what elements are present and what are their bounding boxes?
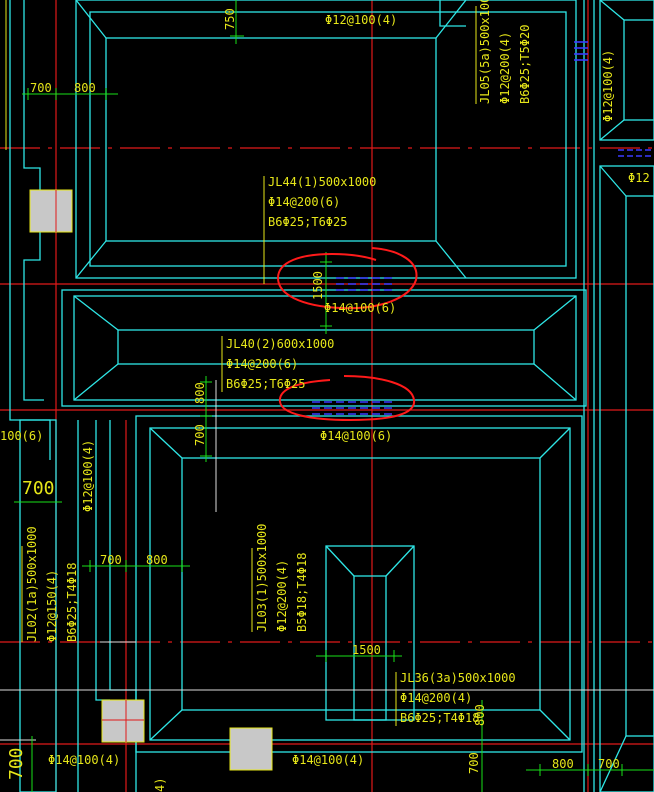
cap-top-left-hip-4 bbox=[435, 240, 467, 279]
label-jl02-bars: B6Φ25;T4Φ18 bbox=[65, 563, 79, 642]
dim-text-1500-b: 1500 bbox=[352, 643, 381, 657]
column-left-top bbox=[29, 189, 73, 233]
cap-lower-inner bbox=[181, 457, 541, 711]
label-jl03-bars: B5Φ18;T4Φ18 bbox=[295, 553, 309, 632]
cap-top-left-hip-1 bbox=[75, 0, 107, 39]
dim-text-800-c: 800 bbox=[146, 553, 168, 567]
label-bottom-frag: 4) bbox=[153, 778, 167, 792]
markup-annotations bbox=[276, 247, 418, 422]
rotated-yellow-labels: JL05(5a)500x1000 Φ12@200(4) B6Φ25;T5Φ20 … bbox=[25, 0, 615, 792]
cap-lower-mid bbox=[135, 415, 583, 753]
label-left-cut: 100(6) bbox=[0, 429, 43, 443]
label-right-edge: Φ12 bbox=[628, 171, 650, 185]
label-right-col-stirrup: Φ12@100(4) bbox=[601, 50, 615, 122]
dim-text-750: 750 bbox=[223, 8, 237, 30]
beam-left-lower-a bbox=[19, 419, 57, 792]
label-jl05-stirrup: Φ12@200(4) bbox=[498, 32, 512, 104]
label-left-stirrup-v: Φ12@100(4) bbox=[81, 440, 95, 512]
dim-text-800-b: 800 bbox=[193, 382, 207, 404]
dim-text-800-a: 800 bbox=[74, 81, 96, 95]
markup-ellipse-2 bbox=[278, 375, 416, 422]
columns bbox=[29, 189, 273, 771]
dim-text-700-c: 700 bbox=[100, 553, 122, 567]
label-jl03-stirrup: Φ12@200(4) bbox=[275, 560, 289, 632]
markup-ellipse-1 bbox=[276, 247, 418, 310]
label-bottom-stirrup-2: Φ14@100(4) bbox=[292, 753, 364, 767]
reference-lines bbox=[0, 689, 654, 741]
cap-top-left-inner bbox=[105, 37, 437, 242]
label-stirrup-mid-1: Φ14@100(6) bbox=[324, 301, 396, 315]
cap-lower-hip-3 bbox=[149, 709, 183, 741]
rebar-marks bbox=[312, 41, 654, 415]
label-jl36-stirrup: Φ14@200(4) bbox=[400, 691, 472, 705]
beam-left-upper-2 bbox=[23, 0, 44, 401]
label-jl44-stirrup: Φ14@200(6) bbox=[268, 195, 340, 209]
label-jl02-name: JL02(1a)500x1000 bbox=[25, 526, 39, 642]
cap-lower-outer bbox=[149, 427, 571, 741]
dim-text-700-big: 700 bbox=[22, 478, 55, 499]
leader-lines bbox=[5, 0, 477, 726]
cap-small-hip-1 bbox=[325, 545, 355, 577]
cap-middle-hip-4 bbox=[533, 363, 577, 401]
cap-middle-outer bbox=[73, 295, 577, 401]
label-top-stirrup: Φ12@100(4) bbox=[325, 13, 397, 27]
dimension-lines bbox=[14, 0, 654, 792]
dim-text-700-b: 700 bbox=[193, 424, 207, 446]
label-jl05-name: JL05(5a)500x1000 bbox=[478, 0, 492, 104]
cap-right-bottom-hip bbox=[599, 165, 627, 197]
white-leaders bbox=[100, 380, 217, 643]
dim-text-bottom-700: 700 bbox=[467, 752, 481, 774]
dim-text-bottom-700-big: 700 bbox=[6, 747, 27, 780]
cap-right-top-inner bbox=[623, 19, 654, 121]
cap-top-left-hip-3 bbox=[435, 0, 467, 39]
column-left-bottom bbox=[101, 699, 145, 743]
cap-top-left-hip-2 bbox=[75, 240, 107, 279]
cap-right-top-hip-2 bbox=[599, 119, 625, 141]
beam-top-right-step bbox=[439, 0, 466, 27]
yellow-labels: Φ12@100(4) JL44(1)500x1000 Φ14@200(6) B6… bbox=[0, 13, 650, 767]
column-crosshairs bbox=[55, 190, 144, 742]
cap-right-top-hip bbox=[599, 0, 625, 21]
label-jl40-stirrup: Φ14@200(6) bbox=[226, 357, 298, 371]
label-jl36-bars: B6Φ25;T4Φ18 bbox=[400, 711, 479, 725]
cap-right-bottom-hip-2 bbox=[599, 735, 627, 792]
cap-right-top-outer bbox=[599, 0, 654, 141]
label-jl02-stirrup: Φ12@150(4) bbox=[45, 570, 59, 642]
cap-lower-hip-2 bbox=[539, 427, 571, 459]
cap-right-bottom-outer bbox=[599, 165, 654, 792]
label-jl40-bars: B6Φ25;T6Φ25 bbox=[226, 377, 305, 391]
label-jl05-bars: B6Φ25;T5Φ20 bbox=[518, 25, 532, 104]
dim-text-700-a: 700 bbox=[30, 81, 52, 95]
dim-text-1500-a: 1500 bbox=[311, 271, 325, 300]
label-jl40-name: JL40(2)600x1000 bbox=[226, 337, 334, 351]
foundation-outlines bbox=[9, 0, 654, 792]
dim-text-800-d: 800 bbox=[473, 704, 487, 726]
label-jl44-name: JL44(1)500x1000 bbox=[268, 175, 376, 189]
label-jl36-name: JL36(3a)500x1000 bbox=[400, 671, 516, 685]
cap-middle-hip-1 bbox=[73, 295, 119, 331]
label-jl44-bars: B6Φ25;T6Φ25 bbox=[268, 215, 347, 229]
cap-middle-hip-2 bbox=[73, 363, 119, 401]
label-jl03-name: JL03(1)500x1000 bbox=[255, 524, 269, 632]
column-bottom-mid bbox=[229, 727, 273, 771]
cap-right-bottom-inner bbox=[625, 195, 654, 737]
cap-top-left-mid bbox=[89, 11, 567, 267]
dim-text-bottom-700-r: 700 bbox=[598, 757, 620, 771]
label-stirrup-mid-2: Φ14@100(6) bbox=[320, 429, 392, 443]
cap-lower-hip-1 bbox=[149, 427, 183, 459]
large-dimension-texts: 700 700 bbox=[6, 478, 55, 780]
cap-small-hip-2 bbox=[385, 545, 415, 577]
cap-lower-hip-4 bbox=[539, 709, 571, 741]
dimension-texts: 750 700 800 1500 800 700 700 800 1500 80… bbox=[30, 8, 620, 774]
cap-middle-hip-3 bbox=[533, 295, 577, 331]
cap-small-inner bbox=[353, 575, 387, 721]
cap-middle-mid bbox=[61, 289, 587, 407]
label-bottom-stirrup-1: Φ14@100(4) bbox=[48, 753, 120, 767]
dim-text-bottom-800: 800 bbox=[552, 757, 574, 771]
